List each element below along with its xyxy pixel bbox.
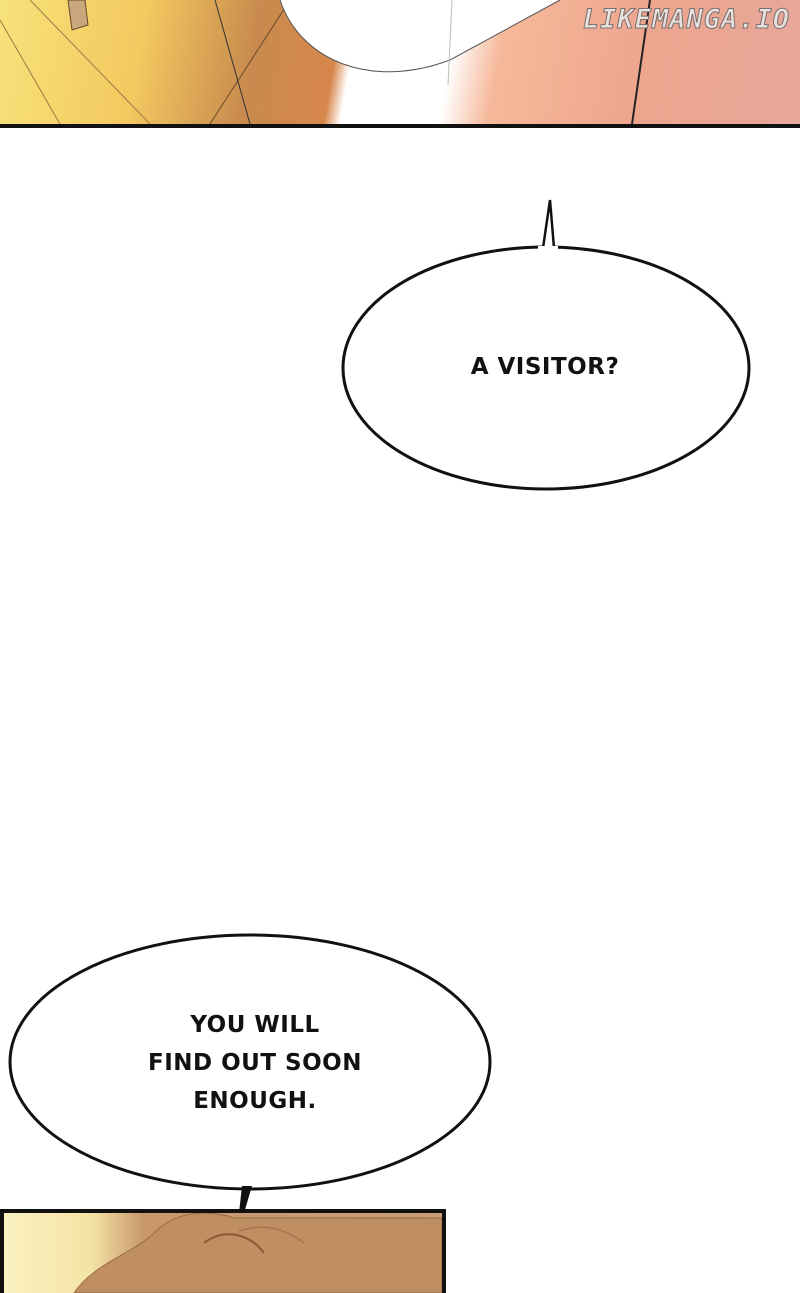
panel-artwork [73,1213,442,1293]
speech-bubble-1-text: A VISITOR? [470,354,620,380]
speech-bubble-1 [341,199,751,491]
top-comic-panel: LIKEMANGA.IO [0,0,800,128]
bottom-comic-panel [0,1209,446,1293]
bubble-line: ENOUGH. [193,1088,317,1114]
panel-artwork [0,0,651,124]
speech-bubble-2-text: YOU WILL FIND OUT SOON ENOUGH. [80,1006,430,1120]
watermark: LIKEMANGA.IO [582,4,790,36]
bubble-line: FIND OUT SOON [148,1050,362,1076]
bubble-line: YOU WILL [190,1012,320,1038]
